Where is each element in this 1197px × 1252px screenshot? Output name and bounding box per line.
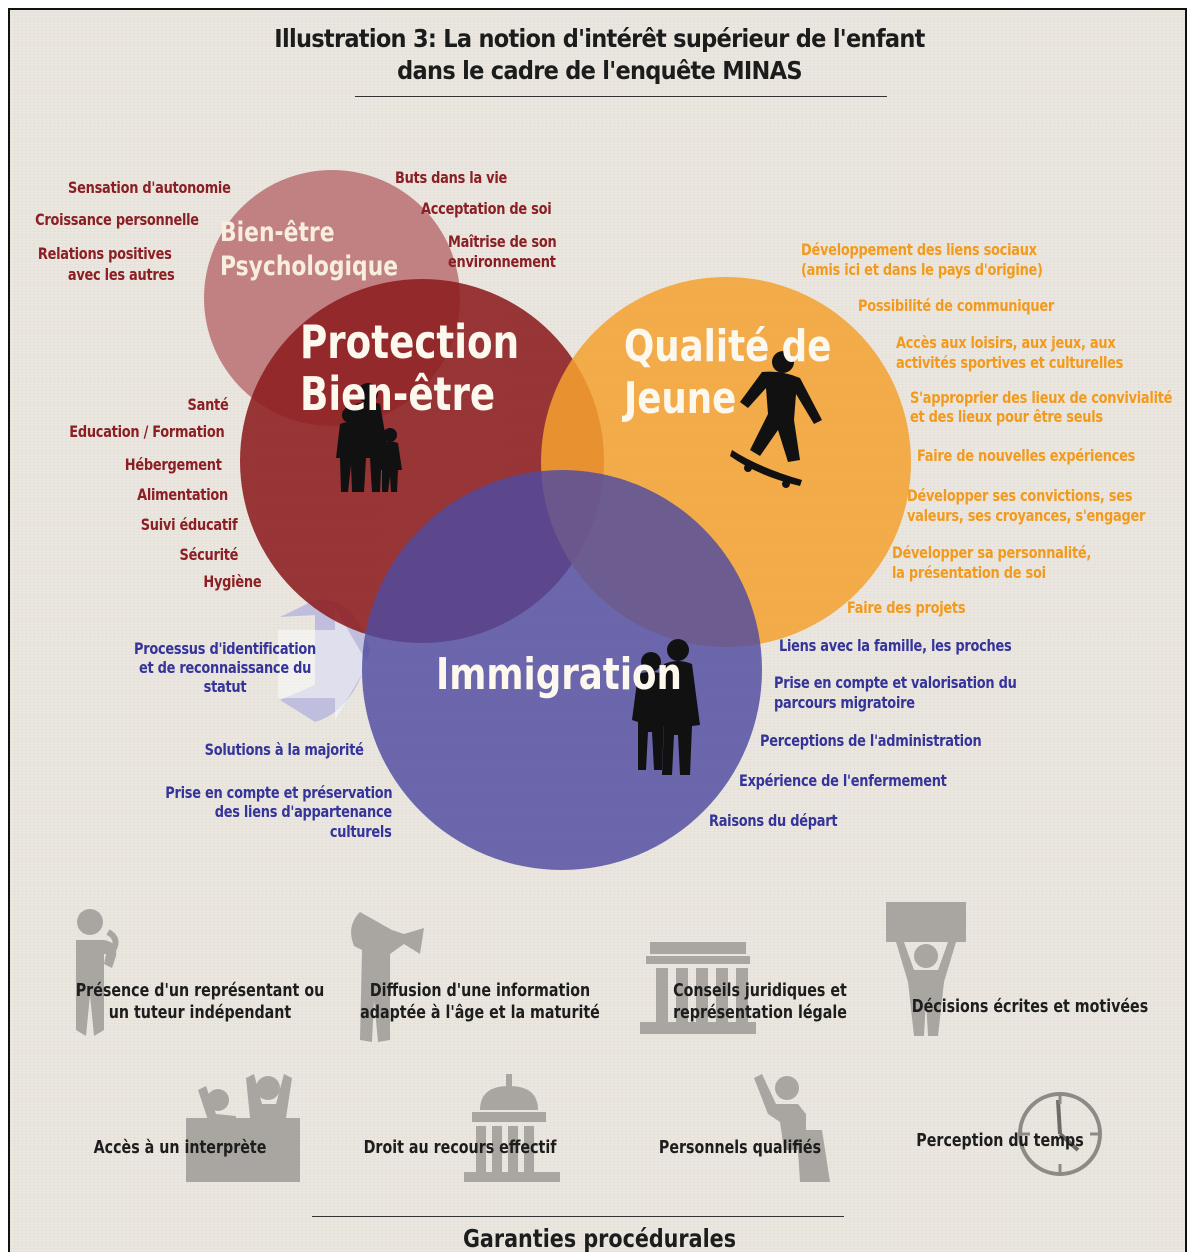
garantie-personnels: Personnels qualifiés	[658, 1137, 822, 1158]
family-silhouette-icon	[336, 383, 402, 492]
label-communiquer: Possibilité de communiquer	[858, 296, 1055, 315]
label-lieux-1: S'approprier des lieux de convivialité	[910, 388, 1173, 407]
label-acceptation: Acceptation de soi	[421, 199, 552, 218]
label-convictions-2: valeurs, ses croyances, s'engager	[907, 506, 1146, 525]
garantie-recours: Droit au recours effectif	[363, 1137, 557, 1158]
label-processus-3: statut	[203, 677, 247, 696]
garantie-interprete: Accès à un interprète	[93, 1137, 267, 1158]
interpreter-icon	[186, 1074, 300, 1182]
label-securite: Sécurité	[179, 545, 238, 564]
label-enfermement: Expérience de l'enfermement	[739, 771, 947, 790]
venn-diagram	[204, 170, 911, 870]
garantie-decisions: Décisions écrites et motivées	[911, 996, 1149, 1017]
raised-hand-person-icon	[754, 1074, 830, 1182]
skateboarder-silhouette-icon	[730, 351, 822, 488]
garantie-representant-1: Présence d'un représentant ou	[75, 980, 325, 1001]
label-appartenance-1: Prise en compte et préservation	[164, 783, 392, 802]
label-personnalite-2: la présentation de soi	[892, 563, 1046, 582]
label-relations-2: avec les autres	[67, 265, 174, 284]
label-alimentation: Alimentation	[137, 485, 228, 504]
label-convictions-1: Développer ses convictions, ses	[907, 486, 1133, 505]
dome-building-icon	[464, 1074, 560, 1182]
clock-icon	[1018, 1092, 1102, 1176]
label-processus-1: Processus d'identification	[134, 639, 316, 658]
label-appartenance-3: culturels	[330, 822, 392, 841]
label-administration: Perceptions de l'administration	[760, 731, 982, 750]
speaking-person-icon	[76, 909, 119, 1036]
arrow-right-icon	[278, 599, 370, 722]
infographic-frame: Illustration 3: La notion d'intérêt supé…	[8, 8, 1187, 1252]
label-liens-2: (amis ici et dans le pays d'origine)	[801, 260, 1043, 279]
title-line-2: dans le cadre de l'enquête MINAS	[397, 56, 802, 85]
label-buts: Buts dans la vie	[395, 168, 508, 187]
garantie-temps: Perception du temps	[916, 1130, 1084, 1151]
label-sante: Santé	[187, 395, 228, 414]
label-parcours-1: Prise en compte et valorisation du	[774, 673, 1017, 692]
label-loisirs-2: activités sportives et culturelles	[896, 353, 1124, 372]
psychologique-title-1: Bien-être	[220, 217, 335, 248]
label-education: Education / Formation	[68, 422, 224, 441]
footer-title: Garanties procédurales	[462, 1224, 737, 1252]
qualite-title-2: Jeune	[624, 373, 737, 424]
label-hygiene: Hygiène	[203, 572, 261, 591]
label-hebergement: Hébergement	[125, 455, 222, 474]
label-projets: Faire des projets	[847, 598, 966, 617]
label-processus-2: et de reconnaissance du	[138, 658, 312, 677]
label-parcours-2: parcours migratoire	[774, 693, 915, 712]
label-suivi: Suivi éducatif	[140, 515, 237, 534]
label-lieux-2: et des lieux pour être seuls	[910, 407, 1103, 426]
footer-rule	[312, 1216, 844, 1217]
garantie-representant-2: un tuteur indépendant	[108, 1002, 292, 1023]
label-appartenance-2: des liens d'appartenance	[214, 802, 392, 821]
immigration-title: Immigration	[436, 649, 682, 700]
psychologique-title-2: Psychologique	[220, 251, 399, 282]
title-line-1: Illustration 3: La notion d'intérêt supé…	[274, 24, 925, 53]
label-loisirs-1: Accès aux loisirs, aux jeux, aux	[896, 333, 1116, 352]
label-famille: Liens avec la famille, les proches	[779, 636, 1012, 655]
title-rule	[355, 96, 887, 97]
label-experiences: Faire de nouvelles expériences	[917, 446, 1136, 465]
garantie-conseils-1: Conseils juridiques et	[673, 980, 847, 1001]
courthouse-icon	[640, 942, 756, 1034]
protection-title-2: Bien-être	[300, 367, 496, 421]
garantie-information-1: Diffusion d'une information	[369, 980, 591, 1001]
protection-title-1: Protection	[300, 315, 520, 369]
garantie-conseils-2: représentation légale	[673, 1002, 847, 1023]
guarantee-icons	[76, 902, 1102, 1182]
couple-silhouette-icon	[632, 639, 700, 775]
label-relations-1: Relations positives	[38, 244, 172, 263]
label-personnalite-1: Développer sa personnalité,	[892, 543, 1092, 562]
label-maitrise-2: environnement	[448, 252, 556, 271]
megaphone-person-icon	[351, 912, 424, 1042]
sign-holder-icon	[886, 902, 966, 1036]
label-croissance: Croissance personnelle	[35, 210, 199, 229]
garantie-information-2: adaptée à l'âge et la maturité	[360, 1002, 600, 1023]
label-sensation: Sensation d'autonomie	[68, 178, 231, 197]
label-depart: Raisons du départ	[709, 811, 838, 830]
label-maitrise-1: Maîtrise de son	[448, 232, 557, 251]
qualite-title-1: Qualité de	[624, 321, 832, 372]
label-liens-1: Développement des liens sociaux	[801, 240, 1037, 259]
label-majorite: Solutions à la majorité	[205, 740, 364, 759]
